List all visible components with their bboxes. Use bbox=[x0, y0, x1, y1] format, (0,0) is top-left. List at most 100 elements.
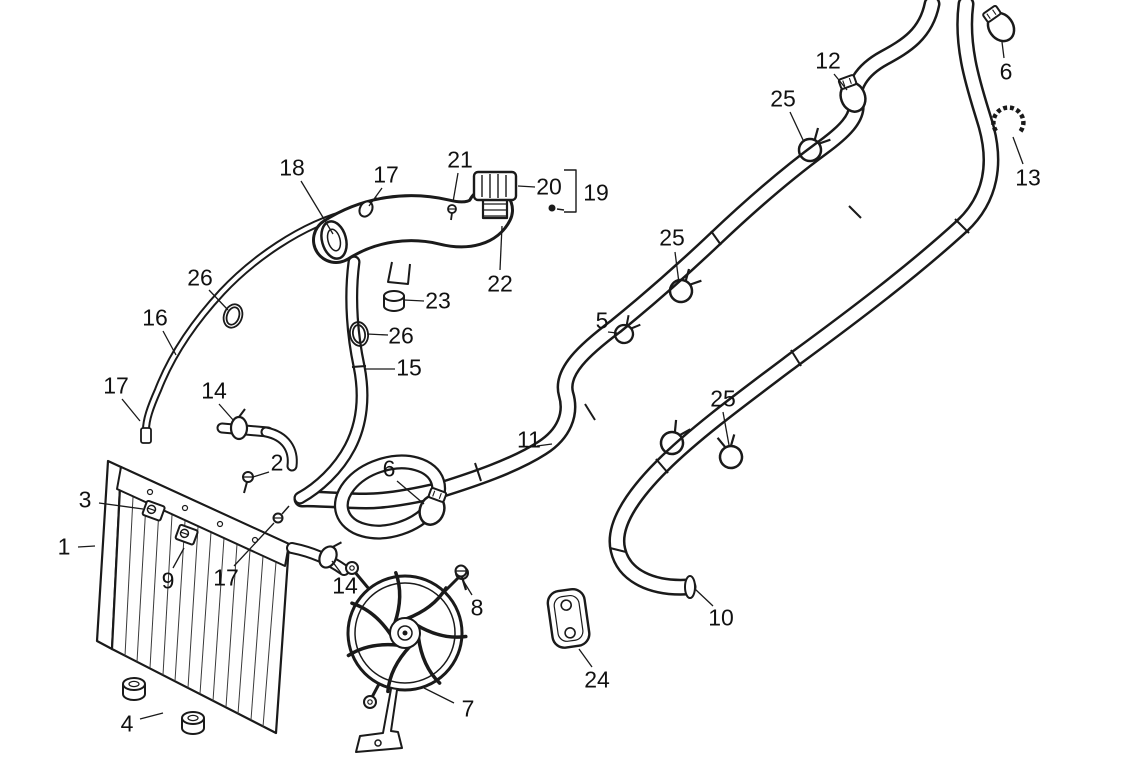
wire-clamp-26-left bbox=[222, 303, 244, 329]
screw-8 bbox=[454, 564, 468, 591]
radiator-header-tank bbox=[116, 466, 290, 567]
callout-14: 14 bbox=[201, 377, 227, 404]
callout-12: 12 bbox=[815, 47, 841, 74]
callout-24: 24 bbox=[584, 666, 610, 693]
spring-clamp-5 bbox=[613, 315, 641, 345]
leader-line-2 bbox=[252, 471, 270, 478]
callout-13: 13 bbox=[1015, 164, 1041, 191]
leader-line-12 bbox=[833, 73, 848, 91]
leader-line-8 bbox=[463, 581, 473, 596]
callout-11: 11 bbox=[517, 426, 541, 453]
tank-grommet-23 bbox=[383, 290, 405, 312]
callout-18: 18 bbox=[279, 154, 305, 181]
callout-20: 20 bbox=[536, 173, 562, 200]
tank-filler-neck-22 bbox=[481, 196, 509, 220]
band-clamp-14-upper bbox=[229, 408, 249, 441]
ring-clip-13 bbox=[991, 105, 1026, 134]
leader-line-26 bbox=[366, 333, 389, 336]
callout-17: 17 bbox=[103, 372, 129, 399]
leader-line-16 bbox=[162, 330, 177, 356]
hose-10 bbox=[608, 0, 1000, 599]
leader-line-14 bbox=[331, 560, 342, 574]
leader-line-7 bbox=[423, 687, 455, 704]
leader-line-4 bbox=[139, 712, 164, 720]
leader-lines-layer bbox=[77, 41, 1024, 720]
mount-bracket-3 bbox=[141, 499, 166, 522]
leader-line-14 bbox=[218, 403, 235, 422]
callout-25: 25 bbox=[659, 224, 685, 251]
screw-21 bbox=[447, 204, 457, 221]
mount-pad-24 bbox=[546, 587, 591, 649]
callout-1: 1 bbox=[57, 533, 71, 560]
leader-line-17 bbox=[233, 522, 275, 567]
callout-21: 21 bbox=[447, 146, 473, 173]
leader-line-25 bbox=[674, 251, 680, 284]
leader-line-26 bbox=[208, 289, 229, 311]
radiator bbox=[95, 459, 291, 735]
leader-line-25 bbox=[789, 111, 805, 143]
mount-bracket-9 bbox=[174, 523, 199, 546]
leader-line-25 bbox=[722, 411, 730, 446]
callout-26: 26 bbox=[388, 322, 414, 349]
spring-clamp-25-middle bbox=[668, 268, 702, 304]
wire-clamp-26-right bbox=[348, 321, 370, 347]
fan-blades bbox=[346, 571, 468, 694]
tank-bracket bbox=[387, 261, 411, 285]
leader-line-20 bbox=[517, 185, 536, 188]
spring-clamp-25-upper bbox=[797, 127, 831, 163]
filler-cap-20 bbox=[472, 170, 518, 202]
callout-4: 4 bbox=[120, 710, 134, 737]
callout-25: 25 bbox=[770, 85, 796, 112]
screw-2 bbox=[242, 471, 254, 494]
callout-23: 23 bbox=[425, 287, 451, 314]
worm-clamp-6-top bbox=[982, 4, 1016, 43]
rubber-grommet-4b bbox=[181, 711, 205, 735]
callout-3: 3 bbox=[78, 486, 92, 513]
leader-line-1 bbox=[77, 545, 96, 548]
hose-slack-loop bbox=[333, 454, 447, 540]
fan-foot-bracket bbox=[355, 688, 403, 753]
callout-9: 9 bbox=[161, 567, 175, 594]
callout-10: 10 bbox=[708, 604, 734, 631]
leader-line-5 bbox=[607, 331, 618, 334]
worm-clamp-6-loop bbox=[418, 487, 448, 526]
callout-6: 6 bbox=[382, 455, 396, 482]
cooling-fan bbox=[345, 561, 469, 753]
hose-16 bbox=[140, 208, 356, 444]
callout-19-bracket bbox=[548, 169, 577, 213]
leader-line-24 bbox=[578, 648, 593, 668]
filler-mouth bbox=[320, 220, 348, 260]
leader-line-9 bbox=[172, 547, 185, 569]
leader-line-10 bbox=[694, 588, 714, 607]
callout-2: 2 bbox=[270, 449, 284, 476]
callout-15: 15 bbox=[396, 354, 422, 381]
callout-14: 14 bbox=[332, 572, 358, 599]
bleed-screw-17 bbox=[272, 505, 290, 524]
leader-line-23 bbox=[403, 299, 425, 302]
hose-15 bbox=[293, 255, 369, 505]
callout-6: 6 bbox=[999, 58, 1013, 85]
leader-line-11 bbox=[536, 443, 553, 447]
callout-7: 7 bbox=[461, 695, 475, 722]
leader-line-6 bbox=[1001, 41, 1005, 59]
callout-5: 5 bbox=[595, 307, 609, 334]
leader-line-21 bbox=[452, 172, 459, 203]
callout-19: 19 bbox=[583, 179, 609, 206]
callout-26: 26 bbox=[187, 264, 213, 291]
spring-clamp-25-lower-a bbox=[659, 419, 691, 456]
callout-17: 17 bbox=[373, 161, 399, 188]
callout-17: 17 bbox=[213, 564, 239, 591]
callout-8: 8 bbox=[470, 594, 484, 621]
leader-line-17 bbox=[121, 398, 141, 422]
leader-line-6 bbox=[396, 480, 425, 505]
leader-line-13 bbox=[1012, 136, 1024, 165]
hose-16-end-fitting bbox=[140, 427, 152, 444]
expansion-tank bbox=[312, 186, 514, 312]
rubber-grommet-4a bbox=[122, 677, 146, 701]
callout-16: 16 bbox=[142, 304, 168, 331]
leader-line-18 bbox=[300, 180, 334, 235]
leader-line-17 bbox=[368, 187, 383, 207]
leader-line-22 bbox=[499, 225, 503, 271]
callout-22: 22 bbox=[487, 270, 513, 297]
